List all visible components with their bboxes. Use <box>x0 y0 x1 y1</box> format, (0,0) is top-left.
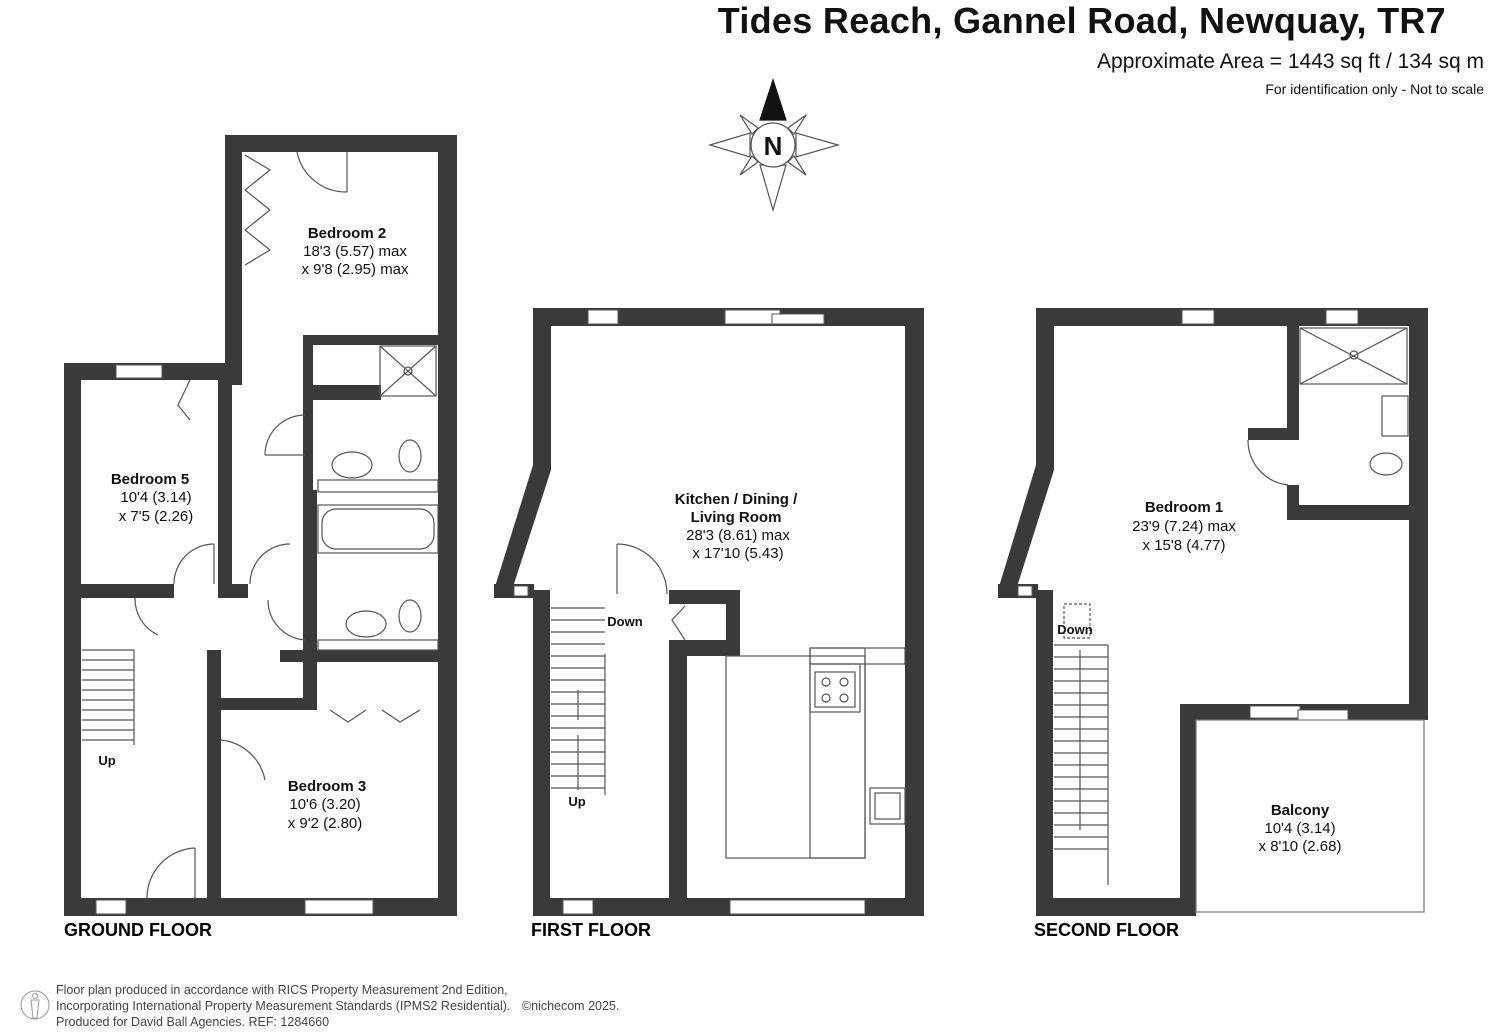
ground-floor-plan: Bedroom 2 18'3 (5.57) max x 9'8 (2.95) m… <box>64 135 457 940</box>
first-floor-label: FIRST FLOOR <box>531 920 651 940</box>
kitchen-dim-1: 28'3 (8.61) max <box>686 527 790 544</box>
second-floor-label: SECOND FLOOR <box>1034 920 1179 940</box>
ground-floor-fixtures <box>82 151 439 899</box>
bedroom-1-dim-1: 23'9 (7.24) max <box>1132 518 1236 535</box>
bedroom-3-name: Bedroom 3 <box>288 778 366 795</box>
footer-line-3: Produced for David Ball Agencies. REF: 1… <box>56 1015 330 1029</box>
balcony-name: Balcony <box>1271 802 1330 819</box>
balcony-dim-2: x 8'10 (2.68) <box>1259 838 1342 855</box>
first-floor-walls <box>494 308 924 916</box>
footer-line-2-text: Incorporating International Property Mea… <box>56 999 511 1013</box>
footer-line-2: Incorporating International Property Mea… <box>56 999 619 1013</box>
ground-floor-windows <box>95 364 374 915</box>
property-title: Tides Reach, Gannel Road, Newquay, TR7 <box>717 0 1446 41</box>
first-floor-windows <box>513 309 866 915</box>
bedroom-5-dim-2: x 7'5 (2.26) <box>119 508 194 525</box>
second-floor-fixtures <box>1054 327 1425 913</box>
first-floor-plan: Kitchen / Dining / Living Room 28'3 (8.6… <box>494 308 924 940</box>
approximate-area: Approximate Area = 1443 sq ft / 134 sq m <box>1097 50 1484 73</box>
ground-stairs-up-label: Up <box>98 753 115 768</box>
kitchen-name-2: Living Room <box>691 509 782 526</box>
bedroom-3-dim-2: x 9'2 (2.80) <box>288 815 363 832</box>
compass-north-label: N <box>764 131 783 161</box>
bedroom-5-dim-1: 10'4 (3.14) <box>120 489 191 506</box>
bedroom-1-name: Bedroom 1 <box>1145 499 1223 516</box>
bedroom-2-dim-1: 18'3 (5.57) max <box>303 243 407 260</box>
balcony-dim-1: 10'4 (3.14) <box>1264 820 1335 837</box>
bedroom-2-dim-2: x 9'8 (2.95) max <box>301 261 409 278</box>
first-stairs-up-label: Up <box>568 794 585 809</box>
ground-floor-walls <box>64 135 457 916</box>
compass-icon: N <box>707 78 841 213</box>
bedroom-1-dim-2: x 15'8 (4.77) <box>1143 537 1226 554</box>
footer-copyright: ©nichecom 2025. <box>521 999 620 1013</box>
second-floor-windows <box>1017 309 1359 721</box>
bedroom-3-dim-1: 10'6 (3.20) <box>289 796 360 813</box>
second-stairs-down-label: Down <box>1057 622 1092 637</box>
person-scale-icon <box>20 990 50 1020</box>
identification-note: For identification only - Not to scale <box>1265 81 1484 97</box>
second-floor-plan: Bedroom 1 23'9 (7.24) max x 15'8 (4.77) … <box>998 308 1428 940</box>
kitchen-name-1: Kitchen / Dining / <box>675 491 798 508</box>
first-floor-fixtures <box>551 543 906 859</box>
ground-floor-label: GROUND FLOOR <box>64 920 212 940</box>
footer-line-1: Floor plan produced in accordance with R… <box>56 983 508 997</box>
bedroom-5-name: Bedroom 5 <box>111 471 189 488</box>
kitchen-dim-2: x 17'10 (5.43) <box>692 545 783 562</box>
bedroom-2-name: Bedroom 2 <box>308 225 386 242</box>
first-stairs-down-label: Down <box>607 614 642 629</box>
